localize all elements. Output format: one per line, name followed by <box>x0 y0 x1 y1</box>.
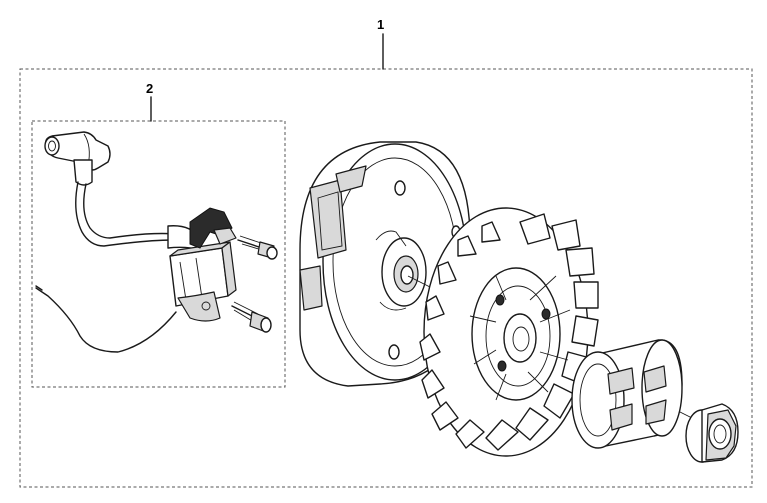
cooling-fan <box>419 207 599 457</box>
callout-2: 2 <box>146 81 153 96</box>
starter-cup <box>571 339 683 449</box>
coil-screw-lower <box>231 301 272 333</box>
callout-1: 1 <box>377 17 384 32</box>
ground-wire <box>35 285 177 353</box>
high-tension-lead <box>75 181 201 251</box>
assembly-frame-1: 1 <box>19 17 753 488</box>
assembly-frame-2: 2 <box>31 81 286 388</box>
coil-terminal <box>189 207 237 249</box>
fan-fins <box>419 213 599 451</box>
spark-plug-boot <box>44 131 111 186</box>
coil-screw-upper <box>237 235 278 260</box>
flange-nut <box>685 403 739 463</box>
flywheel <box>299 141 471 387</box>
ignition-coil-assembly <box>35 131 278 353</box>
ignition-coil <box>169 241 237 322</box>
